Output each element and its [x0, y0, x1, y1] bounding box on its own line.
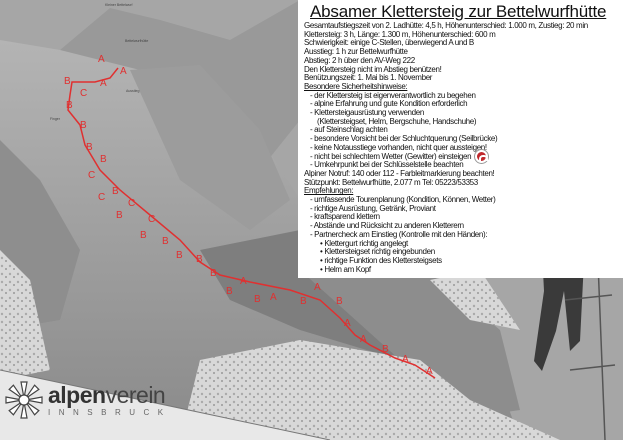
- route-grade-label: B: [336, 296, 343, 307]
- route-grade-label: A: [314, 282, 321, 293]
- info-line: Abstieg: 2 h über den AV-Weg 222: [304, 55, 415, 65]
- route-grade-label: B: [112, 186, 119, 197]
- route-grade-label: B: [254, 294, 261, 305]
- edelweiss-icon: [5, 381, 43, 419]
- recommend-heading: Empfehlungen:: [304, 186, 354, 196]
- info-line: Schwierigkeit: einige C-Stellen, überwie…: [304, 38, 474, 48]
- route-grade-label: B: [64, 76, 71, 87]
- safety-item: - Klettersteigausrüstung verwenden: [310, 108, 424, 118]
- route-grade-label: B: [382, 344, 389, 355]
- safety-item: - auf Steinschlag achten: [310, 125, 388, 135]
- route-grade-label: C: [128, 198, 135, 209]
- route-grade-label: B: [66, 100, 73, 111]
- route-grade-label: A: [426, 366, 433, 377]
- alpenverein-logo: alpenverein INNSBRUCK: [4, 380, 172, 420]
- route-grade-label: A: [240, 276, 247, 287]
- safety-item-row: - nicht bei schlechtem Wetter (Gewitter)…: [304, 149, 621, 163]
- turnaround-sign-icon: [475, 149, 489, 163]
- recommend-item: - Abstände und Rücksicht zu anderen Klet…: [310, 221, 464, 231]
- safety-item: - alpine Erfahrung und gute Kondition er…: [310, 99, 468, 109]
- recommend-item: - richtige Ausrüstung, Getränk, Proviant: [310, 203, 436, 213]
- logo-name-light: verein: [105, 381, 166, 408]
- route-grade-label: B: [210, 268, 217, 279]
- safety-item: - besondere Vorsicht bei der Schluchtque…: [310, 134, 498, 144]
- route-grade-label: B: [176, 250, 183, 261]
- route-grade-label: B: [196, 254, 203, 265]
- safety-item: - Umkehrpunkt bei der Schlüsselstelle be…: [310, 160, 464, 170]
- route-grade-label: A: [120, 66, 127, 77]
- route-line: [67, 67, 436, 379]
- info-line: Benützungszeit: 1. Mai bis 1. November: [304, 73, 433, 83]
- route-grade-label: C: [80, 88, 87, 99]
- safety-item: - nicht bei schlechtem Wetter (Gewitter)…: [310, 151, 472, 161]
- route-grade-label: A: [344, 318, 351, 329]
- hut-label: Bettelwurfhütte: [125, 39, 148, 43]
- route-grade-label: C: [148, 214, 155, 225]
- route-grade-label: B: [80, 120, 87, 131]
- safety-item: - keine Notausstiege vorhanden, nicht qu…: [310, 142, 487, 152]
- board-title: Absamer Klettersteig zur Bettelwurfhütte: [310, 2, 607, 21]
- recommend-item: - Partnercheck am Einstieg (Kontrolle mi…: [310, 229, 488, 239]
- route-grade-label: A: [360, 334, 367, 345]
- peak-label: Kleiner Bettelwurf: [105, 3, 132, 7]
- info-panel: Absamer Klettersteig zur Bettelwurfhütte…: [298, 0, 623, 278]
- safety-item: (Klettersteigset, Helm, Bergschuhe, Hand…: [317, 116, 477, 126]
- route-grade-label: A: [402, 354, 409, 365]
- route-grade-label: B: [100, 154, 107, 165]
- route-grade-label: A: [100, 78, 107, 89]
- route-grade-label: B: [86, 142, 93, 153]
- check-item: • Helm am Kopf: [320, 264, 371, 274]
- recommend-item: - kraftsparend klettern: [310, 212, 380, 222]
- recommend-item: - umfassende Tourenplanung (Kondition, K…: [310, 195, 496, 205]
- route-grade-label: B: [300, 296, 307, 307]
- logo-city: INNSBRUCK: [48, 407, 172, 417]
- check-item: • Klettergurt richtig angelegt: [320, 238, 408, 248]
- check-item: • Klettersteigset richtig eingebunden: [320, 247, 435, 257]
- route-grade-label: A: [98, 54, 105, 65]
- logo-name-bold: alpen: [48, 381, 106, 408]
- info-line: Ausstieg: 1 h zur Bettelwurfhütte: [304, 47, 408, 57]
- route-grade-label: C: [88, 170, 95, 181]
- info-line: Klettersteig: 3 h, Länge: 1.300 m, Höhen…: [304, 29, 496, 39]
- safety-heading: Besondere Sicherheitshinweise:: [304, 81, 408, 91]
- route-grade-label: B: [116, 210, 123, 221]
- route-grade-label: B: [162, 236, 169, 247]
- base-line: Stützpunkt: Bettelwurfhütte, 2.077 m Tel…: [304, 177, 478, 187]
- route-grade-label: C: [98, 192, 105, 203]
- check-item: • richtige Funktion des Klettersteigsets: [320, 255, 442, 265]
- info-line: Gesamtaufstiegszeit von 2. Ladhütte: 4,5…: [304, 21, 588, 30]
- info-line: Den Klettersteig nicht im Abstieg benütz…: [304, 64, 442, 74]
- emergency-line: Alpiner Notruf: 140 oder 112 - Farbleitm…: [304, 168, 495, 178]
- route-grade-label: B: [226, 286, 233, 297]
- exit-label: Ausstieg: [126, 89, 139, 93]
- route-grade-label: B: [140, 230, 147, 241]
- route-grade-label: A: [270, 292, 277, 303]
- fingers-label: Finger: [50, 117, 61, 121]
- safety-item: - der Klettersteig ist eigenverantwortli…: [310, 90, 476, 100]
